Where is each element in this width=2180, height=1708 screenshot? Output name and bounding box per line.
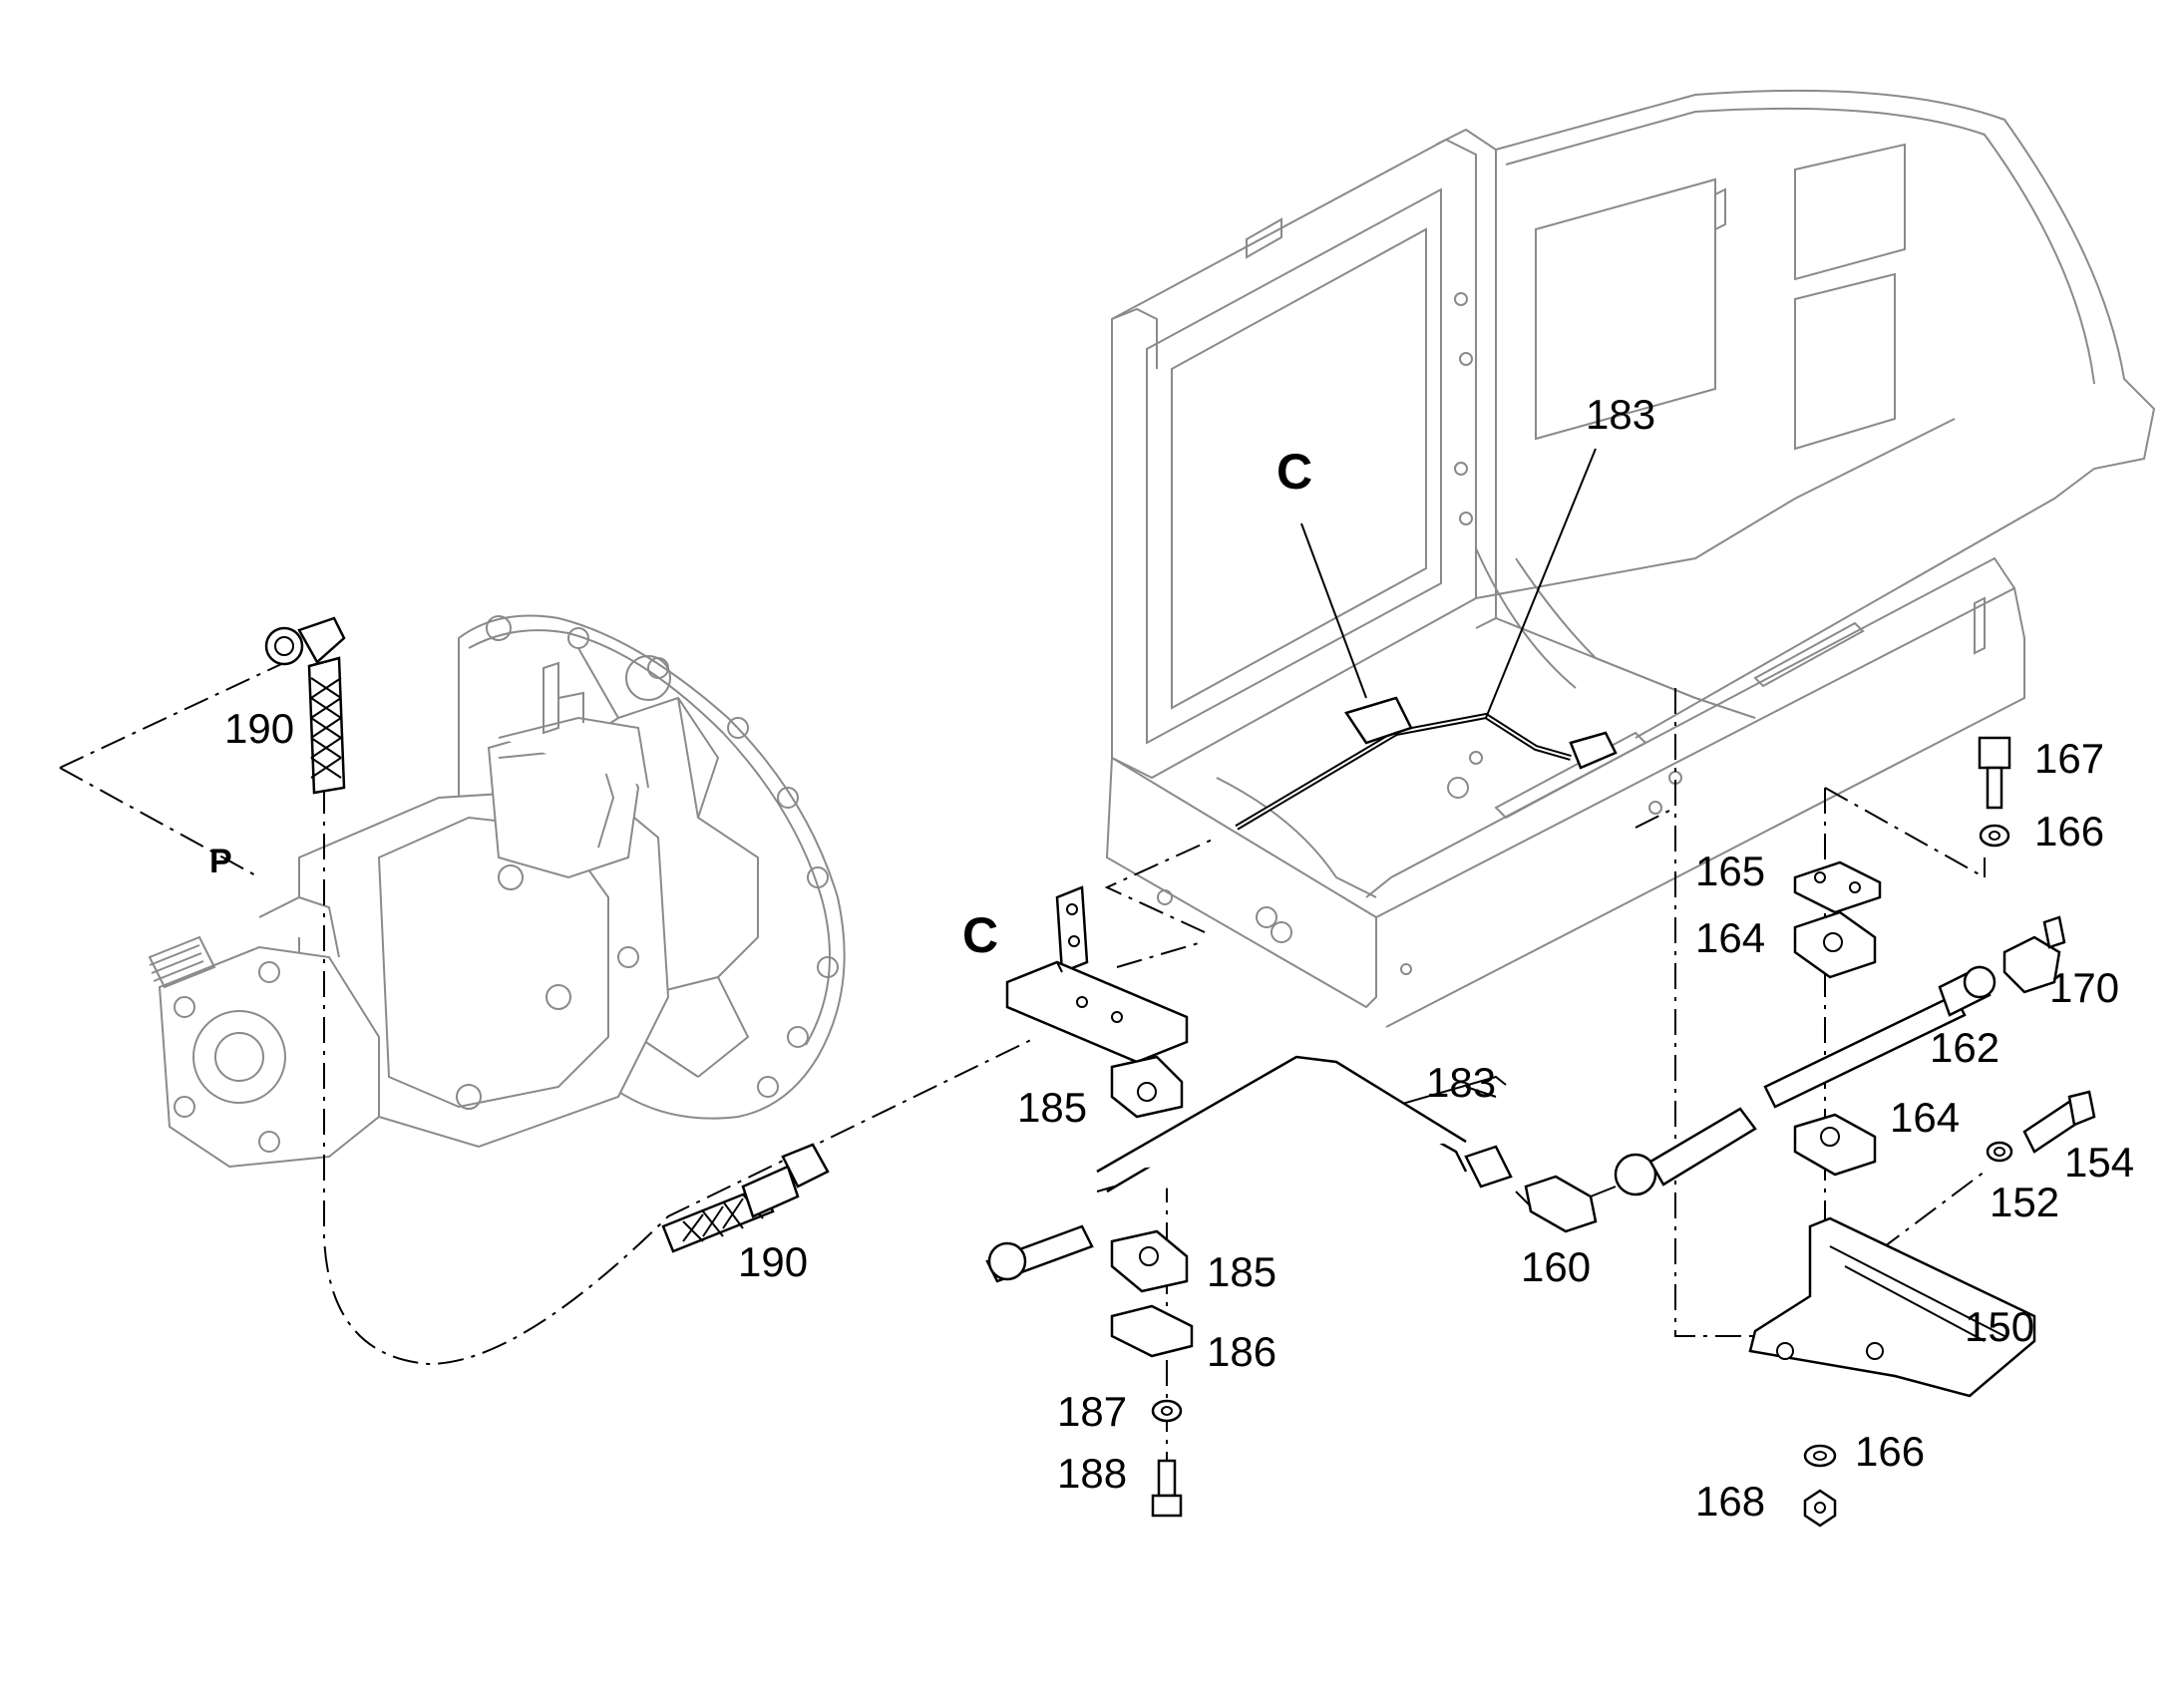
callout-letters: C C P bbox=[209, 444, 1312, 963]
label-164-mid: 164 bbox=[1890, 1094, 1960, 1141]
hydraulic-pump-assembly bbox=[148, 614, 846, 1169]
label-183-mid: 183 bbox=[1426, 1059, 1496, 1106]
bolt-188 bbox=[1151, 1459, 1183, 1518]
bolt-167 bbox=[1978, 736, 2011, 810]
part-number-labels: 190 190 183 183 167 166 165 164 170 162 … bbox=[224, 391, 2134, 1525]
label-183-top: 183 bbox=[1586, 391, 1655, 438]
hose-190-upper bbox=[264, 616, 346, 795]
label-166-top: 166 bbox=[2034, 808, 2104, 854]
label-152: 152 bbox=[1990, 1179, 2059, 1225]
label-165: 165 bbox=[1695, 848, 1765, 894]
elbow-fitting-160 bbox=[1515, 1175, 1617, 1233]
leader-lines bbox=[1300, 448, 1597, 1098]
hose-190-lower bbox=[661, 1143, 830, 1253]
callout-p-pump: P bbox=[209, 843, 232, 880]
label-168: 168 bbox=[1695, 1478, 1765, 1525]
label-164-top: 164 bbox=[1695, 914, 1765, 961]
label-186: 186 bbox=[1207, 1328, 1276, 1375]
label-160: 160 bbox=[1521, 1243, 1591, 1290]
label-166-bottom: 166 bbox=[1855, 1428, 1925, 1475]
clamp-164-lower bbox=[1793, 1113, 1877, 1177]
label-170: 170 bbox=[2049, 964, 2119, 1011]
label-167: 167 bbox=[2034, 735, 2104, 782]
bolt-154 bbox=[2022, 1090, 2096, 1154]
nut-168 bbox=[1803, 1489, 1837, 1528]
clamp-185-lower bbox=[1110, 1229, 1189, 1293]
clamp-164-upper bbox=[1793, 910, 1877, 979]
machine-frame bbox=[1105, 89, 2156, 1028]
label-150: 150 bbox=[1965, 1303, 2034, 1350]
hose-183-loose bbox=[985, 1055, 1513, 1283]
label-154: 154 bbox=[2064, 1139, 2134, 1186]
label-190-top: 190 bbox=[224, 705, 294, 752]
washer-152 bbox=[1986, 1141, 2013, 1163]
bracket-150 bbox=[1748, 1216, 2036, 1398]
label-187: 187 bbox=[1057, 1388, 1127, 1435]
pipe-162 bbox=[1614, 965, 1997, 1196]
callout-c-top: C bbox=[1276, 444, 1312, 500]
clamp-cover-165 bbox=[1793, 860, 1882, 914]
washer-166-lower bbox=[1803, 1444, 1837, 1468]
label-162: 162 bbox=[1930, 1024, 1999, 1071]
label-190-bottom: 190 bbox=[738, 1238, 808, 1285]
washer-187 bbox=[1151, 1399, 1183, 1423]
label-188: 188 bbox=[1057, 1450, 1127, 1497]
callout-c-detail: C bbox=[962, 907, 998, 963]
bracket-c-detail bbox=[1005, 885, 1189, 1064]
installed-hose-183 bbox=[1235, 696, 1618, 831]
label-185-bottom: 185 bbox=[1207, 1248, 1276, 1295]
assembly-lines bbox=[59, 657, 1986, 1516]
elbow-fitting-170 bbox=[2002, 915, 2066, 994]
plate-186 bbox=[1110, 1304, 1194, 1358]
washer-166-upper bbox=[1979, 824, 2010, 848]
label-185-top: 185 bbox=[1017, 1084, 1087, 1131]
clamp-185-upper bbox=[1110, 1055, 1184, 1119]
